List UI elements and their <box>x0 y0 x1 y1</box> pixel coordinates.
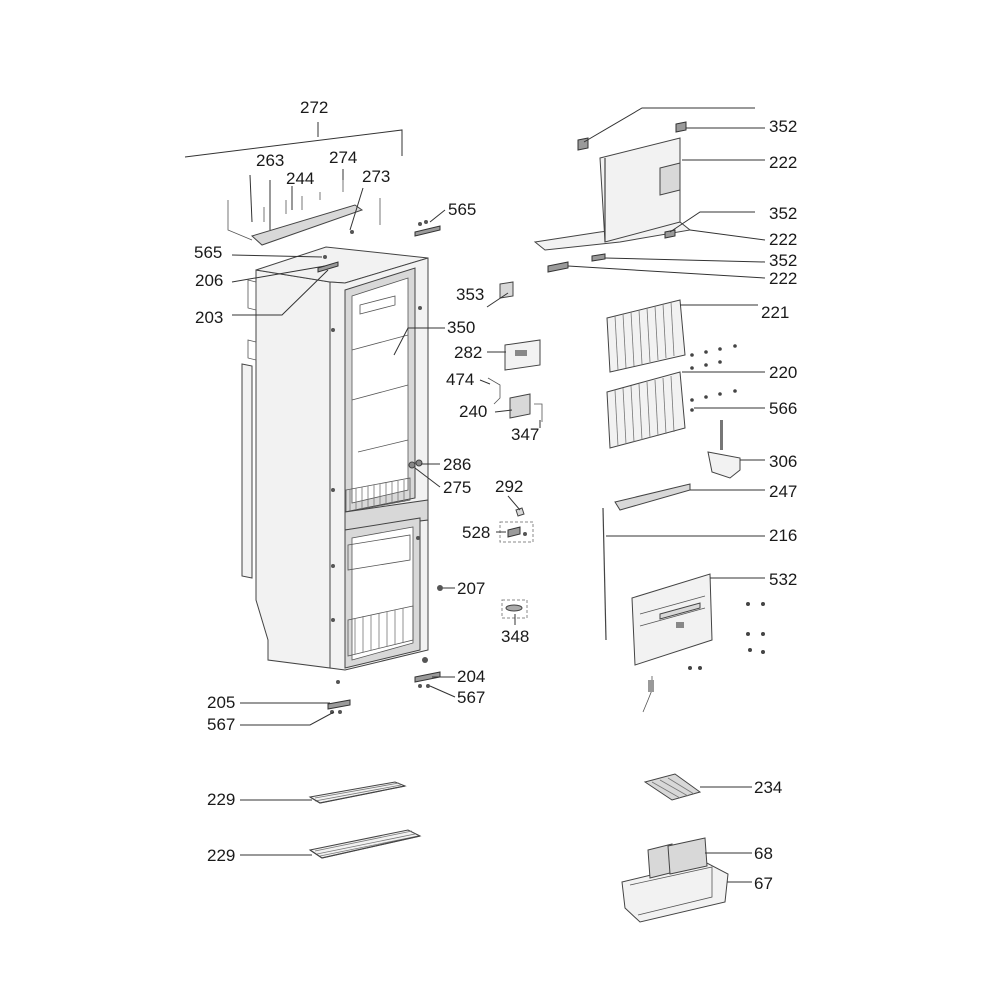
label-206: 206 <box>195 271 223 290</box>
label-222-c: 222 <box>769 269 797 288</box>
top-hardware <box>317 220 441 273</box>
label-244: 244 <box>286 169 314 188</box>
label-347: 347 <box>511 425 539 444</box>
wire-shelf-lower <box>308 829 422 859</box>
label-263: 263 <box>256 151 284 170</box>
rail-247 <box>614 483 691 511</box>
label-272: 272 <box>300 98 328 117</box>
label-567-center: 567 <box>457 688 485 707</box>
label-221: 221 <box>761 303 789 322</box>
label-247: 247 <box>769 482 797 501</box>
label-532: 532 <box>769 570 797 589</box>
label-286: 286 <box>443 455 471 474</box>
label-68: 68 <box>754 844 773 863</box>
label-222-a: 222 <box>769 153 797 172</box>
bin-flap-68 <box>647 837 708 879</box>
freezer-door-assembly <box>533 121 692 273</box>
rear-cover-532 <box>631 573 765 713</box>
evaporator-panel-upper <box>606 299 686 373</box>
label-204: 204 <box>457 667 485 686</box>
label-348: 348 <box>501 627 529 646</box>
ice-tray-234 <box>643 773 702 801</box>
label-240: 240 <box>459 402 487 421</box>
label-229-lower: 229 <box>207 846 235 865</box>
label-203: 203 <box>195 308 223 327</box>
label-207: 207 <box>457 579 485 598</box>
wire-shelf-upper <box>308 781 407 804</box>
label-205: 205 <box>207 693 235 712</box>
label-528: 528 <box>462 523 490 542</box>
label-565-top: 565 <box>448 200 476 219</box>
evaporator-panel-lower <box>606 371 686 449</box>
label-352-a: 352 <box>769 117 797 136</box>
label-565-left: 565 <box>194 243 222 262</box>
top-cover-rail <box>227 180 381 246</box>
label-274: 274 <box>329 148 357 167</box>
label-273: 273 <box>362 167 390 186</box>
label-292: 292 <box>495 477 523 496</box>
screws-566 <box>690 344 737 412</box>
label-567-left: 567 <box>207 715 235 734</box>
refrigerator-cabinet <box>241 246 429 671</box>
label-234: 234 <box>754 778 782 797</box>
part-labels: 272 263 244 274 273 565 565 206 203 353 … <box>194 98 797 893</box>
center-components <box>327 281 543 714</box>
label-566: 566 <box>769 399 797 418</box>
label-350: 350 <box>447 318 475 337</box>
label-216: 216 <box>769 526 797 545</box>
label-352-c: 352 <box>769 251 797 270</box>
rod-216 <box>602 507 607 641</box>
label-282: 282 <box>454 343 482 362</box>
label-352-b: 352 <box>769 204 797 223</box>
label-220: 220 <box>769 363 797 382</box>
bracket-306 <box>707 420 741 479</box>
label-275: 275 <box>443 478 471 497</box>
label-222-b: 222 <box>769 230 797 249</box>
leader-lines <box>184 107 766 883</box>
label-353: 353 <box>456 285 484 304</box>
label-67: 67 <box>754 874 773 893</box>
label-306: 306 <box>769 452 797 471</box>
label-229-upper: 229 <box>207 790 235 809</box>
label-474: 474 <box>446 370 474 389</box>
